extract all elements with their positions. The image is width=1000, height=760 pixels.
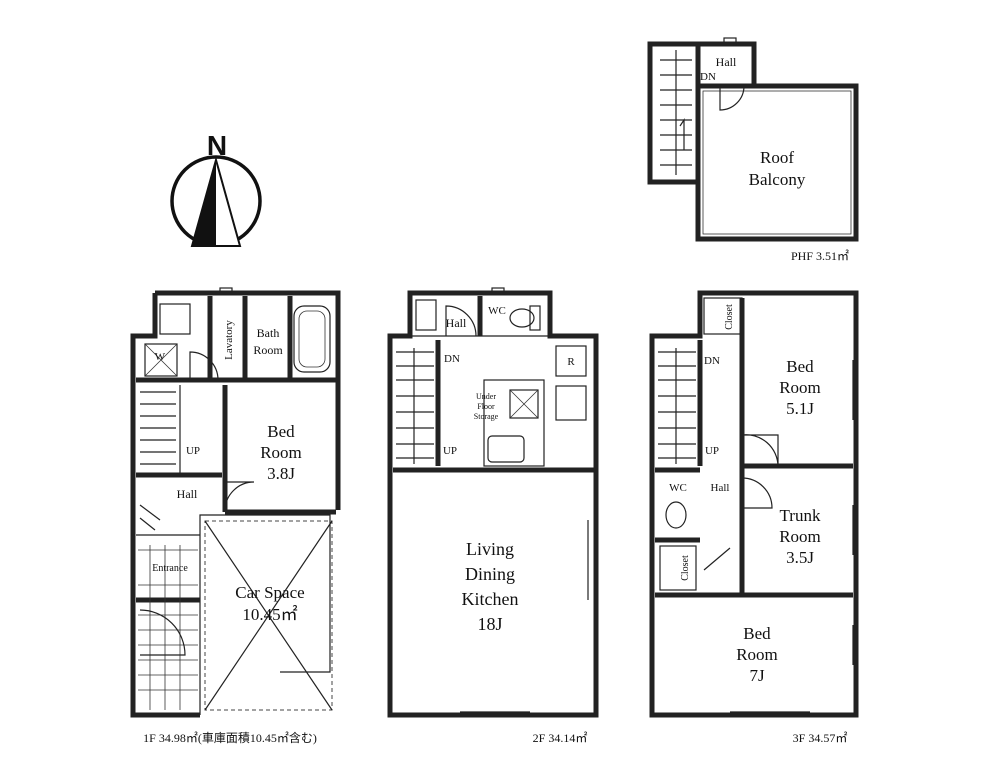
f3-hall-label: Hall <box>711 482 730 494</box>
f3-stairs-dn-label: DN <box>704 355 720 367</box>
floor-1f: W Lavatory Bath Room UP Bed Room 3.8J Ha… <box>130 287 341 745</box>
phf-stairs <box>660 50 692 175</box>
f2-storage-label-3: Storage <box>474 412 499 421</box>
f3-trunk-label-1: Trunk <box>780 506 821 525</box>
f3-trunk-label-2: Room <box>779 527 821 546</box>
f1-area-caption: 1F 34.98㎡(車庫面積10.45㎡含む) <box>143 730 317 745</box>
f2-stove <box>555 385 587 421</box>
f1-bedroom-label-1: Bed <box>267 422 295 441</box>
f2-area-caption: 2F 34.14㎡ <box>533 731 588 745</box>
f3-toilet <box>665 501 687 529</box>
f1-entrance-label: Entrance <box>152 563 188 574</box>
phf-roof-balcony-label-1: Roof <box>760 148 794 167</box>
f1-bedroom-label-3: 3.8J <box>267 464 295 483</box>
f3-bedroom-b-label-3: 7J <box>749 666 765 685</box>
f1-bath-label-1: Bath <box>257 326 280 340</box>
f2-refrigerator-label: R <box>567 356 575 368</box>
north-compass: N <box>170 130 262 247</box>
car-space-outline <box>204 520 333 711</box>
f2-ldk-label-4: 18J <box>477 614 502 634</box>
f2-kitchen-island <box>483 379 545 467</box>
phf-door <box>719 85 745 111</box>
f3-closet-top-box <box>703 297 743 335</box>
f2-refrigerator-box <box>555 345 587 377</box>
phf-stairs-dn-label: DN <box>700 71 716 83</box>
f3-stairs <box>658 348 696 464</box>
f3-bedroom-a-label-3: 5.1J <box>786 399 814 418</box>
f1-bath-label-2: Room <box>253 343 283 357</box>
f1-lavatory-label: Lavatory <box>223 320 235 360</box>
floor-phf: Hall DN Roof Balcony PHF 3.51㎡ <box>647 37 859 263</box>
f3-bedroom-b-label-2: Room <box>736 645 778 664</box>
f1-stairs <box>139 391 176 531</box>
f3-stairs-up-label: UP <box>705 445 719 457</box>
under-floor-storage-box <box>509 389 539 419</box>
f2-wc-label: WC <box>488 305 506 317</box>
f3-closet-top-label: Closet <box>724 304 735 330</box>
f3-closet-mid-box <box>659 545 697 591</box>
floor-2f: Hall WC DN UP R Under Floor Storage Livi… <box>387 287 599 745</box>
f2-stairs-up-label: UP <box>443 445 457 457</box>
f1-carspace-label-1: Car Space <box>235 583 304 602</box>
f1-washer-label: W <box>155 351 166 363</box>
f3-trunk-label-3: 3.5J <box>786 548 814 567</box>
f2-storage-label-2: Floor <box>477 402 495 411</box>
f3-bedroom-a-label-1: Bed <box>786 357 814 376</box>
f3-bedroom-a-label-2: Room <box>779 378 821 397</box>
f2-sink <box>415 299 437 331</box>
f3-bedroom-b-label-1: Bed <box>743 624 771 643</box>
phf-roof-balcony-label-2: Balcony <box>749 170 806 189</box>
phf-hall-label: Hall <box>716 55 737 69</box>
f1-stairs-up-label: UP <box>186 445 200 457</box>
f1-carspace-label-2: 10.45㎡ <box>242 605 297 624</box>
f3-closet-mid-label: Closet <box>680 555 691 581</box>
f3-wc-label: WC <box>669 482 687 494</box>
f2-hall-label: Hall <box>446 316 467 330</box>
compass-needle-fill <box>192 160 216 246</box>
f1-bedroom-label-2: Room <box>260 443 302 462</box>
phf-balcony-wall <box>695 83 859 242</box>
entrance-tiles <box>138 545 198 710</box>
compass-label: N <box>207 130 227 161</box>
f2-ldk-label-2: Dining <box>465 564 515 584</box>
f2-stairs <box>396 348 434 464</box>
f2-stairs-dn-label: DN <box>444 353 460 365</box>
washer-box <box>144 343 178 377</box>
f2-ldk-label-3: Kitchen <box>462 589 519 609</box>
f3-area-caption: 3F 34.57㎡ <box>793 731 848 745</box>
f2-kitchen-sink <box>487 435 525 463</box>
f2-ldk-label-1: Living <box>466 539 514 559</box>
bathtub <box>293 305 331 373</box>
floor-3f: Closet DN UP Bed Room 5.1J WC Hall Trunk… <box>649 290 859 745</box>
phf-stair-wall <box>647 41 701 185</box>
f1-hall-label: Hall <box>177 487 198 501</box>
f2-toilet <box>509 308 535 328</box>
lavatory-sink <box>159 303 191 335</box>
f2-storage-label-1: Under <box>476 392 496 401</box>
phf-area-caption: PHF 3.51㎡ <box>791 249 849 263</box>
